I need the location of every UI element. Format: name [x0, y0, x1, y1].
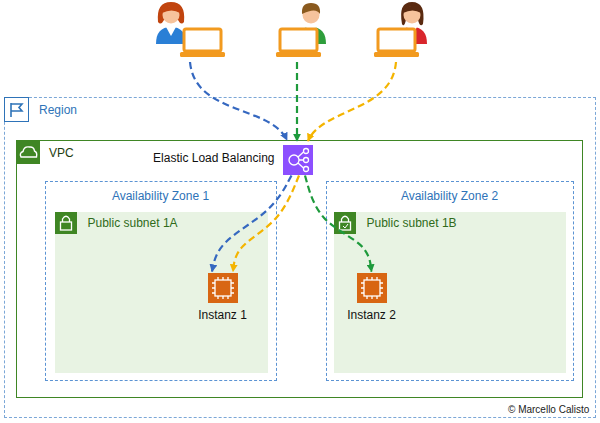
connector-arrow [233, 176, 299, 272]
user-hair [158, 2, 184, 24]
node-label: Availability Zone 1 [46, 189, 276, 203]
lock-body [61, 222, 72, 230]
lock-icon-frame [334, 212, 356, 234]
user-icon [156, 2, 186, 44]
laptop-icon [180, 29, 225, 57]
subnet-lock-icon [55, 212, 77, 234]
chip-pins [212, 277, 234, 299]
node-label: Availability Zone 2 [327, 189, 573, 203]
connector-arrow [305, 176, 372, 272]
node-label: Elastic Load Balancing [153, 151, 274, 165]
user-body [156, 27, 186, 44]
instance-glyph [212, 277, 234, 299]
flag-glyph [11, 103, 22, 117]
laptop-icon [276, 29, 321, 57]
user-fringe [162, 6, 180, 13]
region-box: RegionVPCElastic Load BalancingAvailabil… [4, 97, 596, 418]
lb-spokes [298, 152, 304, 168]
availability-zone-box: Availability Zone 2 Public subnet 1B Insta… [326, 181, 574, 381]
copyright-note: © Marcello Calisto [508, 403, 589, 417]
availability-zone-box: Availability Zone 1 Public subnet 1A Insta… [45, 181, 277, 381]
chip-body [364, 280, 380, 296]
vpc-icon-frame [16, 140, 40, 164]
laptop-base [374, 52, 419, 57]
lock-shackle [63, 216, 70, 222]
user-head [404, 7, 421, 24]
subnet-lock-icon [334, 212, 356, 234]
user-hair [302, 3, 320, 14]
public-subnet-box: Public subnet 1A Instanz 1 [55, 212, 268, 373]
region-icon [5, 98, 29, 122]
load-balancer-glyph [289, 149, 309, 172]
request-line [190, 62, 287, 140]
lb-target [304, 167, 309, 172]
vpc-icon [16, 140, 40, 164]
node-label: Region [39, 103, 595, 117]
laptop-screen [280, 29, 317, 51]
vpc-box: VPCElastic Load BalancingAvailability Zo… [16, 140, 583, 398]
region-icon-frame [5, 98, 29, 122]
node-label: Public subnet 1B [367, 216, 566, 230]
node-label: Instanz 2 [347, 308, 396, 322]
public-subnet-box: Public subnet 1B Instanz 2 [334, 212, 566, 373]
chip-body [215, 280, 231, 296]
lock-icon-frame [55, 212, 77, 234]
laptop-screen [378, 29, 415, 51]
instance-glyph [361, 277, 383, 299]
check-glyph [343, 224, 348, 228]
request-line [308, 62, 396, 141]
cloud-glyph [20, 147, 36, 157]
connector-arrow [212, 176, 292, 272]
laptop-base [276, 52, 321, 57]
node-label: VPC [49, 146, 582, 160]
lock-shackle [342, 216, 349, 222]
lb-hub [289, 155, 299, 165]
lock-body [340, 222, 351, 230]
node-label: Instanz 1 [198, 308, 247, 322]
node-label: Public subnet 1A [88, 216, 268, 230]
user-head [163, 7, 180, 24]
user-collar [166, 27, 176, 36]
chip-pins [361, 277, 383, 299]
lb-target [304, 158, 309, 163]
lb-target [304, 149, 309, 154]
request-line [296, 62, 298, 141]
user-hair [401, 2, 423, 25]
laptop-screen [184, 29, 221, 51]
user-fringe [403, 6, 421, 13]
laptop-icon [374, 29, 419, 57]
laptop-base [180, 52, 225, 57]
